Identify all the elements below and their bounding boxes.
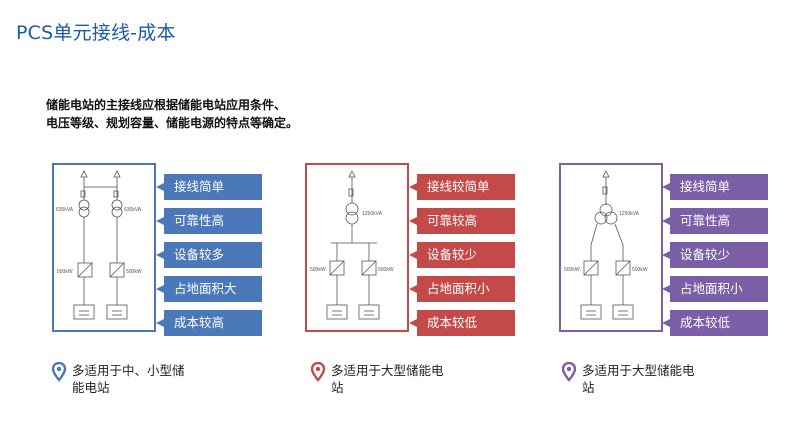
transformer-2-label: 630kVA — [124, 207, 142, 213]
feature-tag: 可靠较高 — [409, 208, 515, 234]
feature-tag: 接线较简单 — [409, 174, 515, 200]
feature-tag: 占地面积大 — [156, 276, 262, 302]
feature-tag: 成本较低 — [662, 310, 768, 336]
feature-tag: 设备较少 — [409, 242, 515, 268]
pcs-1-label: 500kW — [564, 267, 580, 273]
pcs-1-label: 500kW — [310, 267, 326, 273]
applicability-note: 多适用于大型储能电 站 — [311, 362, 444, 396]
feature-tag: 设备较多 — [156, 242, 262, 268]
pcs-2-label: 500kW — [378, 267, 394, 273]
location-pin-icon — [311, 362, 325, 382]
wiring-diagram-single-transformer: 1250kVA 500kW 500kW — [305, 163, 409, 332]
note-line-1: 多适用于大型储能电 — [582, 363, 695, 378]
feature-tag: 占地面积小 — [662, 276, 768, 302]
feature-tag: 接线简单 — [156, 174, 262, 200]
feature-tag: 成本较高 — [156, 310, 262, 336]
wiring-diagram-dual-transformer: 630kVA 630kVA 500kW 500kW — [52, 163, 156, 332]
transformer-label: 1250kVA — [619, 211, 640, 217]
applicability-note: 多适用于中、小型储 能电站 — [52, 362, 185, 396]
intro-line-2: 电压等级、规划容量、储能电源的特点等确定。 — [46, 116, 299, 130]
feature-tag: 可靠性高 — [156, 208, 262, 234]
location-pin-icon — [562, 362, 576, 382]
transformer-label: 1250kVA — [362, 211, 383, 217]
note-line-1: 多适用于中、小型储 — [72, 363, 185, 378]
intro-line-1: 储能电站的主接线应根据储能电站应用条件、 — [46, 98, 287, 112]
feature-tag: 成本较低 — [409, 310, 515, 336]
wiring-diagram-split-winding-transformer: 1250kVA 500kW 500kW — [559, 163, 663, 332]
pcs-2-label: 500kW — [632, 267, 648, 273]
location-pin-icon — [52, 362, 66, 382]
note-line-1: 多适用于大型储能电 — [331, 363, 444, 378]
intro-text: 储能电站的主接线应根据储能电站应用条件、 电压等级、规划容量、储能电源的特点等确… — [46, 96, 298, 132]
feature-tag: 设备较少 — [662, 242, 768, 268]
applicability-note: 多适用于大型储能电 站 — [562, 362, 695, 396]
pcs-1-label: 500kW — [57, 269, 73, 275]
feature-tag: 可靠性高 — [662, 208, 768, 234]
note-line-2: 站 — [331, 380, 344, 395]
page-title: PCS单元接线-成本 — [16, 22, 176, 44]
feature-tag: 接线简单 — [662, 174, 768, 200]
transformer-1-label: 630kVA — [56, 207, 74, 213]
feature-tag: 占地面积小 — [409, 276, 515, 302]
pcs-2-label: 500kW — [126, 269, 142, 275]
note-line-2: 站 — [582, 380, 595, 395]
note-line-2: 能电站 — [72, 380, 110, 395]
